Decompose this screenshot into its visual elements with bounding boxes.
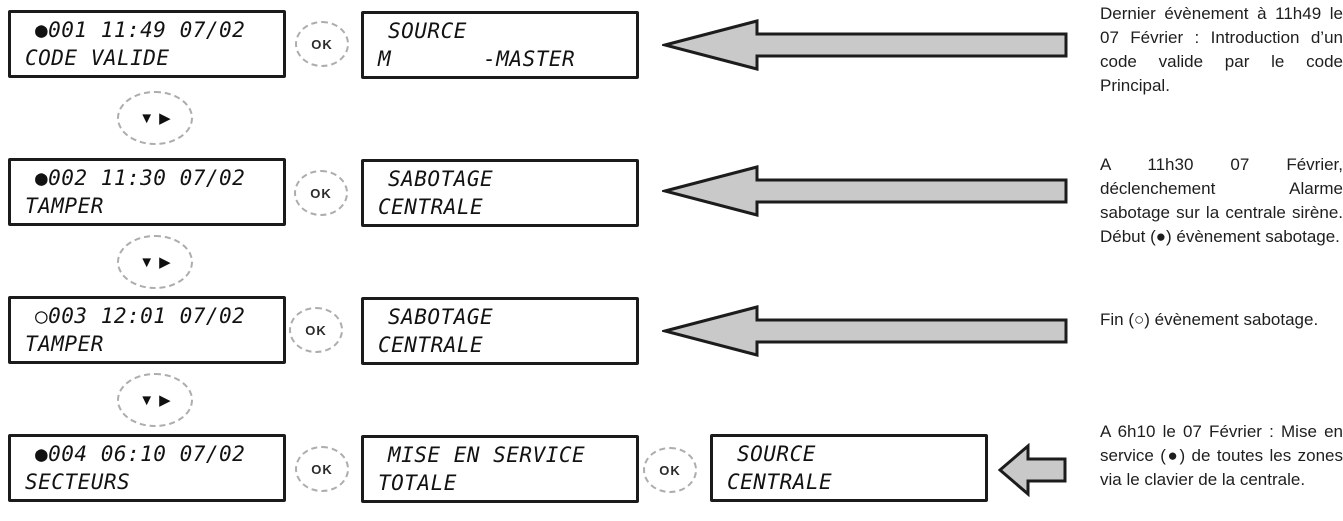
flow-arrow-left-icon — [662, 165, 1070, 217]
scroll-key[interactable]: ▼ ▶ — [117, 373, 193, 427]
flow-arrow-left-icon — [662, 305, 1070, 357]
ok-key[interactable]: OK — [295, 446, 349, 492]
arrow-right-icon: ▶ — [159, 391, 171, 409]
lcd-event-display-003: ○003 12:01 07/02 TAMPER — [8, 296, 286, 364]
lcd-event-display-004: ●004 06:10 07/02 SECTEURS — [8, 434, 286, 502]
lcd-line: SOURCE — [388, 18, 467, 43]
lcd-detail-display-4: MISE EN SERVICE TOTALE — [361, 435, 639, 503]
ok-key-label: OK — [311, 461, 333, 477]
lcd-source-display-4: SOURCE CENTRALE — [710, 434, 988, 502]
scroll-key[interactable]: ▼ ▶ — [117, 91, 193, 145]
arrow-right-icon: ▶ — [159, 109, 171, 127]
lcd-line: CENTRALE — [378, 333, 484, 358]
ok-key-label: OK — [311, 36, 333, 52]
ok-key[interactable]: OK — [643, 447, 697, 493]
ok-key-label: OK — [659, 462, 681, 478]
lcd-line: ●002 11:30 07/02 — [35, 165, 246, 190]
lcd-line: SABOTAGE — [388, 304, 494, 329]
lcd-line: ●004 06:10 07/02 — [35, 441, 246, 466]
arrow-down-icon: ▼ — [139, 253, 155, 271]
ok-key[interactable]: OK — [294, 170, 348, 216]
lcd-line: CODE VALIDE — [25, 46, 170, 71]
lcd-line: SABOTAGE — [388, 166, 494, 191]
lcd-line: ●001 11:49 07/02 — [35, 17, 246, 42]
ok-key-label: OK — [310, 185, 332, 201]
lcd-detail-display-3: SABOTAGE CENTRALE — [361, 297, 639, 365]
scroll-key[interactable]: ▼ ▶ — [117, 235, 193, 289]
lcd-line: TAMPER — [25, 332, 104, 357]
ok-key-label: OK — [305, 322, 327, 338]
lcd-line: SECTEURS — [25, 470, 131, 495]
arrow-right-icon: ▶ — [159, 253, 171, 271]
event-note: Fin (○) évènement sabotage. — [1100, 310, 1319, 329]
lcd-line: SOURCE — [737, 441, 816, 466]
lcd-line: MISE EN SERVICE — [388, 442, 586, 467]
lcd-line: TOTALE — [378, 471, 457, 496]
lcd-event-display-002: ●002 11:30 07/02 TAMPER — [8, 158, 286, 226]
lcd-detail-display-2: SABOTAGE CENTRALE — [361, 159, 639, 227]
lcd-line: ○003 12:01 07/02 — [35, 303, 246, 328]
event-note: A 6h10 le 07 Février : Mise en service (… — [1100, 422, 1343, 489]
lcd-detail-display-1: SOURCE M -MASTER — [361, 11, 639, 79]
event-note: A 11h30 07 Février, déclenchement Alarme… — [1100, 155, 1343, 246]
lcd-line: TAMPER — [25, 194, 104, 219]
lcd-line: CENTRALE — [378, 195, 484, 220]
event-note: Dernier évènement à 11h49 le 07 Février … — [1100, 4, 1343, 95]
ok-key[interactable]: OK — [295, 21, 349, 67]
arrow-down-icon: ▼ — [139, 391, 155, 409]
arrow-down-icon: ▼ — [139, 109, 155, 127]
lcd-line: M -MASTER — [378, 47, 576, 72]
flow-arrow-left-short-icon — [998, 443, 1068, 497]
lcd-line: CENTRALE — [727, 470, 833, 495]
lcd-event-display-001: ●001 11:49 07/02 CODE VALIDE — [8, 10, 286, 78]
flow-arrow-left-icon — [662, 19, 1070, 71]
ok-key[interactable]: OK — [289, 307, 343, 353]
